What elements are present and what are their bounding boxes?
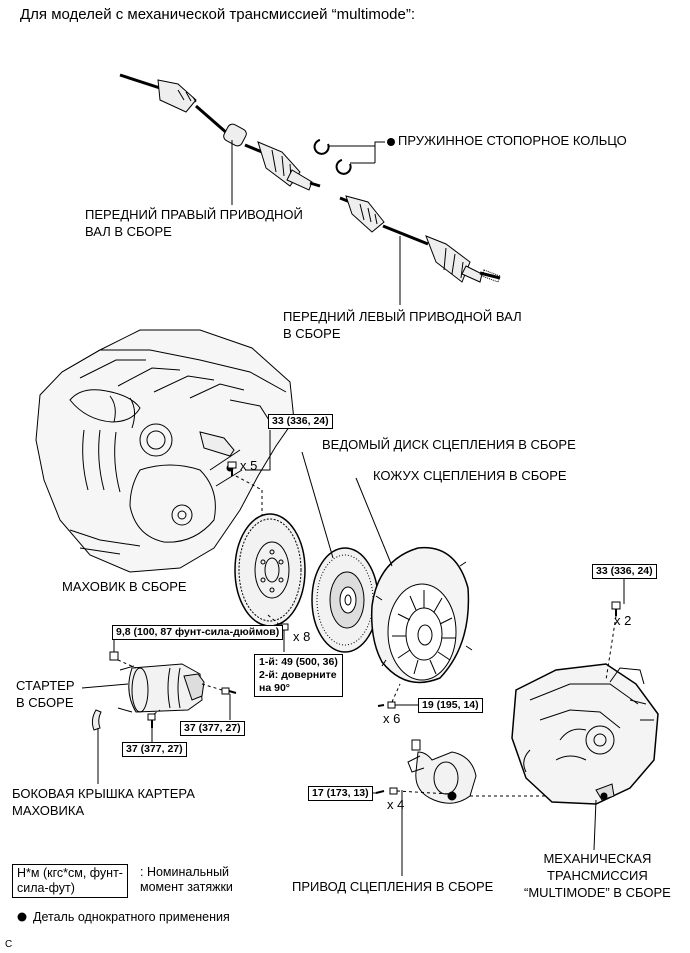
- torque-starter-nut: 9,8 (100, 87 фунт-сила-дюймов): [112, 625, 284, 640]
- torque-starter-bolt-right: 37 (377, 27): [180, 721, 245, 736]
- torque-engine-bolt: 33 (336, 24): [268, 414, 333, 429]
- torque-starter-bolt-bottom: 37 (377, 27): [122, 742, 187, 757]
- torque-actuator-bolt: 17 (173, 13): [308, 786, 373, 801]
- clutch-actuator-label: ПРИВОД СЦЕПЛЕНИЯ В СБОРЕ: [292, 879, 494, 894]
- snap-ring-label: ПРУЖИННОЕ СТОПОРНОЕ КОЛЬЦО: [398, 133, 627, 148]
- snap-ring-drawing: [313, 139, 385, 175]
- engine-block-drawing: [35, 329, 295, 573]
- front-left-drive-shaft-drawing: [339, 195, 501, 283]
- torque-transmission-bolt: 33 (336, 24): [592, 564, 657, 579]
- qty-cover-bolts: x 6: [383, 711, 401, 726]
- qty-actuator-bolts: x 4: [387, 797, 405, 812]
- qty-transmission-bolts: x 2: [614, 613, 632, 628]
- qty-flywheel-bolts: x 8: [293, 629, 311, 644]
- flywheel-drawing: [234, 513, 306, 627]
- legend-single-use: Деталь однократного применения: [33, 910, 230, 924]
- clutch-actuator-drawing: [407, 739, 477, 804]
- qty-engine-bolts: x 5: [240, 458, 258, 473]
- multimode-transmission-drawing: [511, 663, 659, 805]
- flywheel-label: МАХОВИК В СБОРЕ: [62, 579, 187, 594]
- torque-cover-bolt: 19 (195, 14): [418, 698, 483, 713]
- starter-drawing: [117, 663, 205, 713]
- figure-code: C: [5, 939, 13, 950]
- clutch-cover-label: КОЖУХ СЦЕПЛЕНИЯ В СБОРЕ: [373, 468, 567, 483]
- legend-unit-box: Н*м (кгс*см, фунт-сила-фут): [12, 864, 128, 898]
- flywheel-housing-side-cover-drawing: [91, 709, 102, 731]
- page-heading: Для моделей с механической трансмиссией …: [20, 6, 416, 23]
- front-right-drive-shaft-drawing: [119, 73, 321, 191]
- clutch-disc-label: ВЕДОМЫЙ ДИСК СЦЕПЛЕНИЯ В СБОРЕ: [322, 437, 576, 452]
- clutch-cover-drawing: [370, 546, 473, 684]
- clutch-disc-drawing: [311, 547, 379, 653]
